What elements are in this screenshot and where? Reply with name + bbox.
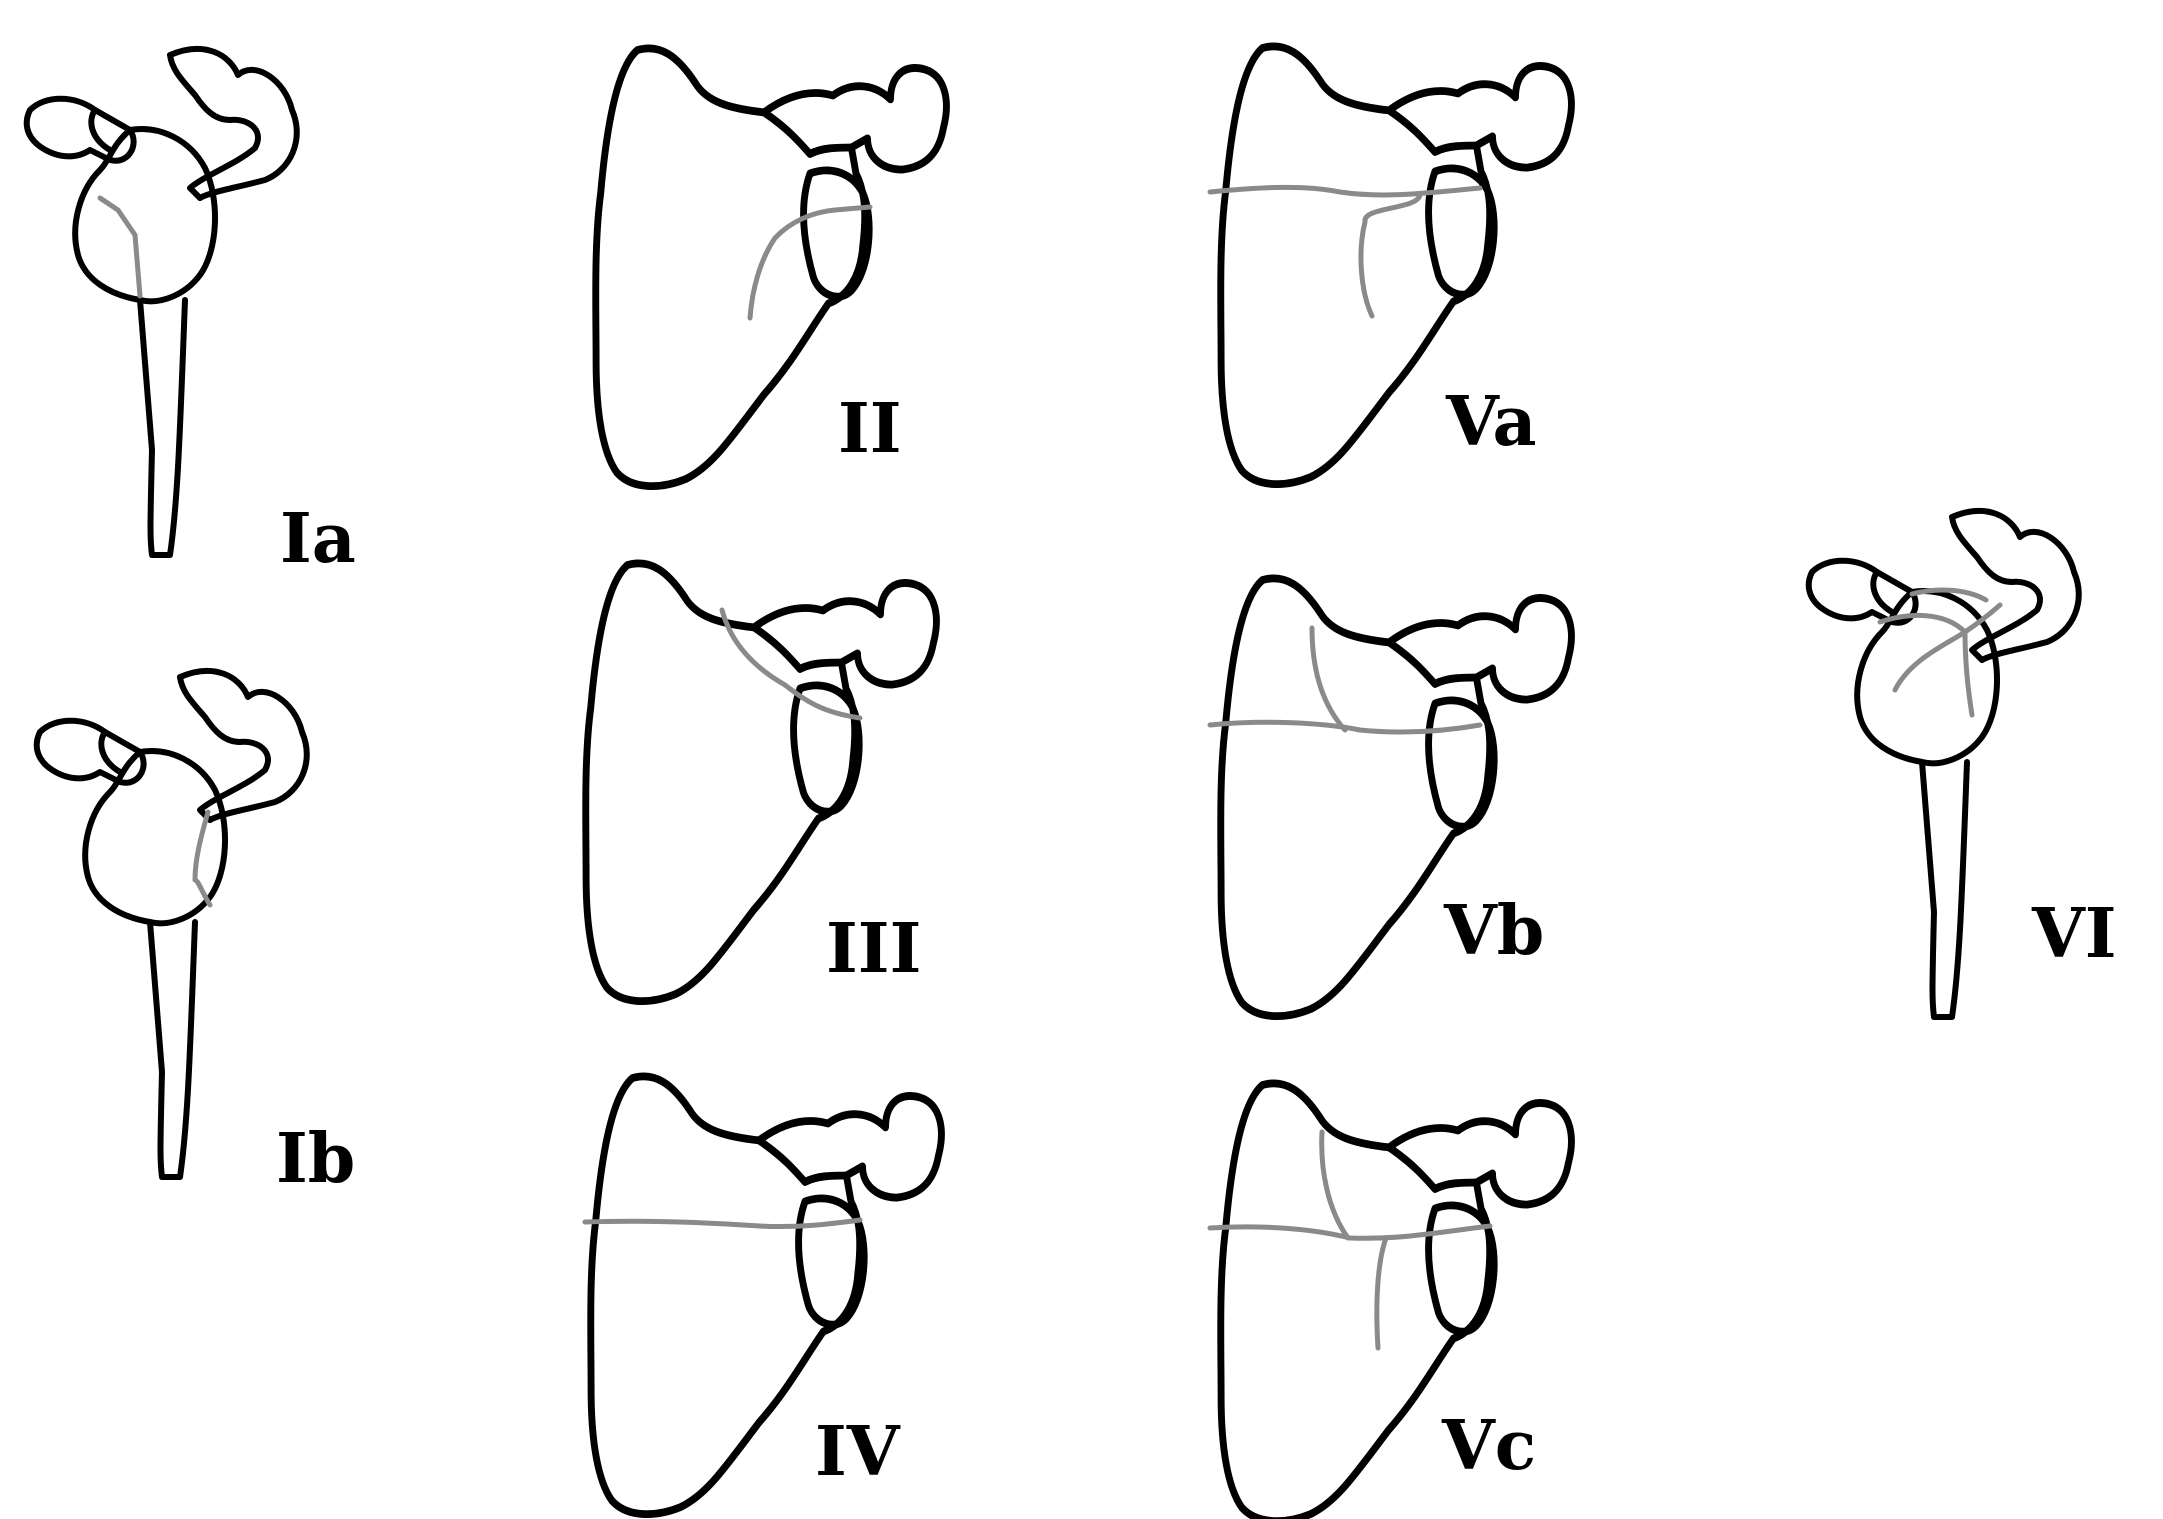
fracture-line-va-vertical bbox=[1358, 191, 1423, 319]
label-ia: Ia bbox=[280, 499, 356, 579]
figure-vb bbox=[1207, 578, 1571, 1016]
figure-va bbox=[1207, 46, 1571, 484]
figure-ii bbox=[596, 48, 947, 486]
figure-ib bbox=[37, 671, 307, 1177]
fracture-line-vi-5 bbox=[1962, 629, 1975, 718]
label-vi: VI bbox=[2032, 894, 2117, 974]
fracture-line-vc-lower bbox=[1374, 1235, 1389, 1351]
fracture-line-ii bbox=[747, 204, 873, 321]
label-iv: IV bbox=[815, 1412, 900, 1492]
label-ib: Ib bbox=[276, 1119, 356, 1199]
fracture-line-iv bbox=[582, 1217, 863, 1230]
figure-ia bbox=[27, 49, 297, 555]
label-va: Va bbox=[1446, 382, 1537, 462]
fracture-line-vc-horizontal bbox=[1207, 1223, 1493, 1241]
figure-vi bbox=[1809, 511, 2079, 1017]
label-ii: II bbox=[838, 389, 902, 469]
fracture-line-vi-2 bbox=[1877, 612, 1968, 635]
fracture-line-ia bbox=[97, 195, 143, 299]
fracture-line-va-horizontal bbox=[1207, 184, 1483, 198]
fracture-line-vi-3 bbox=[1962, 602, 2003, 635]
fracture-line-vi-1 bbox=[1909, 587, 1989, 603]
label-vc: Vc bbox=[1442, 1406, 1537, 1486]
fracture-line-vb-horizontal bbox=[1207, 719, 1483, 735]
figure-iii bbox=[586, 563, 937, 1001]
label-vb: Vb bbox=[1444, 891, 1545, 971]
fracture-line-iii bbox=[719, 607, 863, 721]
fracture-line-vb-vertical bbox=[1309, 625, 1348, 733]
fracture-line-vi-4 bbox=[1892, 629, 1968, 693]
fracture-line-ib bbox=[192, 809, 213, 908]
figure-vc bbox=[1207, 1083, 1571, 1519]
figure-iv bbox=[582, 1076, 941, 1514]
fracture-line-vc-upper bbox=[1319, 1129, 1351, 1241]
label-iii: III bbox=[826, 909, 922, 989]
